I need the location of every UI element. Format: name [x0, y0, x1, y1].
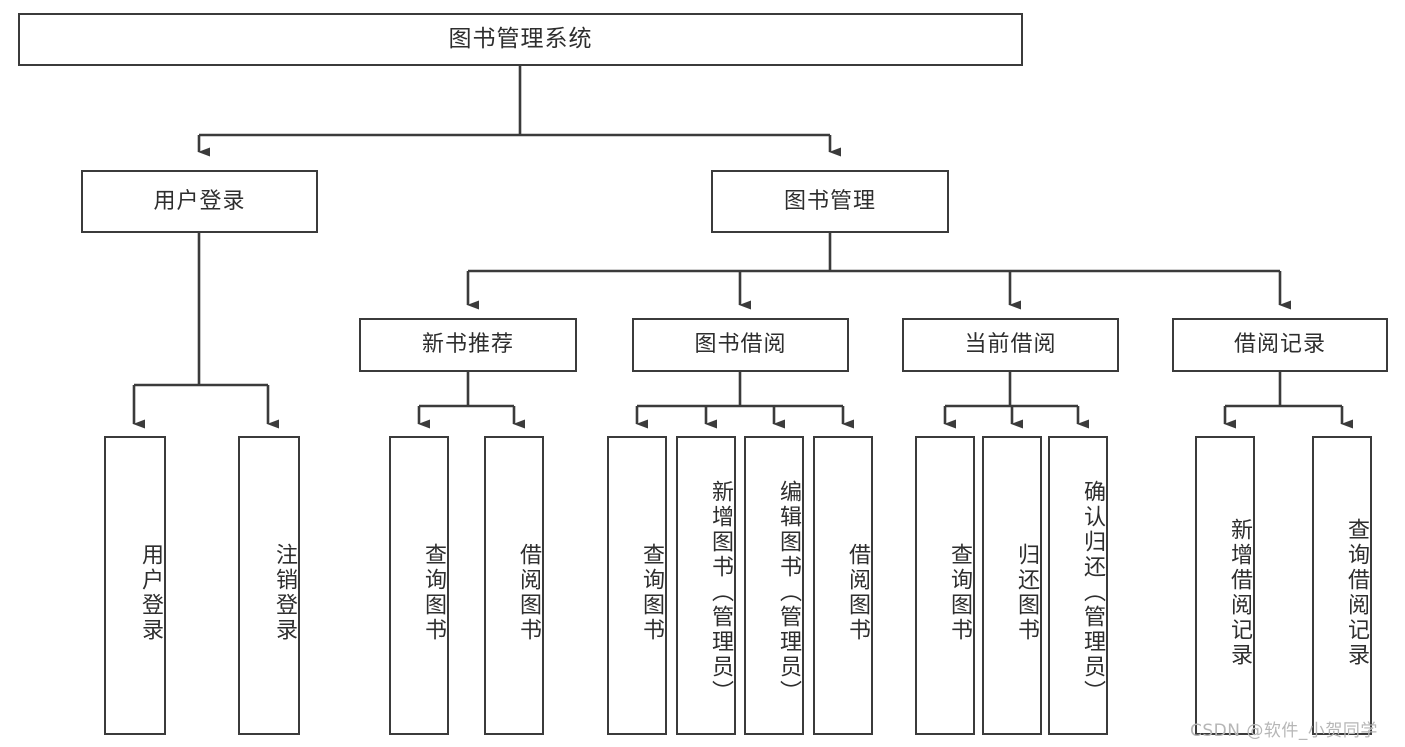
leaf-record-query-borrow-record[interactable]: 查询借阅记录 — [1312, 436, 1372, 735]
leaf-borrow-borrow-book[interactable]: 借阅图书 — [813, 436, 873, 735]
leaf-current-query-books[interactable]: 查询图书 — [915, 436, 975, 735]
node-current-borrow[interactable]: 当前借阅 — [902, 318, 1119, 372]
node-label: 图书管理 — [783, 188, 876, 214]
node-label: 编辑图书（管理员） — [776, 480, 801, 705]
leaf-record-add-borrow-record[interactable]: 新增借阅记录 — [1195, 436, 1255, 735]
node-label: 查询借阅记录 — [1344, 517, 1369, 668]
node-new-book-recommend[interactable]: 新书推荐 — [359, 318, 577, 372]
node-label: 确认归还（管理员） — [1080, 480, 1105, 705]
node-user-login[interactable]: 用户登录 — [81, 170, 318, 233]
node-label: 借阅图书 — [845, 542, 870, 643]
node-label: 用户登录 — [153, 188, 246, 214]
node-root-system[interactable]: 图书管理系统 — [18, 13, 1023, 66]
leaf-current-return-books[interactable]: 归还图书 — [982, 436, 1042, 735]
node-book-borrow[interactable]: 图书借阅 — [632, 318, 849, 372]
node-book-management[interactable]: 图书管理 — [711, 170, 949, 233]
node-label: 借阅记录 — [1233, 332, 1326, 358]
node-label: 归还图书 — [1014, 542, 1039, 643]
node-label: 当前借阅 — [964, 332, 1057, 358]
node-label: 用户登录 — [138, 542, 163, 643]
node-label: 新增图书（管理员） — [708, 480, 733, 705]
node-label: 借阅图书 — [516, 542, 541, 643]
node-label: 新增借阅记录 — [1227, 517, 1252, 668]
leaf-borrow-edit-book-admin[interactable]: 编辑图书（管理员） — [744, 436, 804, 735]
node-label: 新书推荐 — [421, 332, 514, 358]
leaf-borrow-query-books[interactable]: 查询图书 — [607, 436, 667, 735]
leaf-newbook-query-books[interactable]: 查询图书 — [389, 436, 449, 735]
leaf-user-login[interactable]: 用户登录 — [104, 436, 166, 735]
node-label: 查询图书 — [639, 542, 664, 643]
leaf-newbook-borrow-books[interactable]: 借阅图书 — [484, 436, 544, 735]
csdn-watermark: CSDN @软件_小贺同学 — [1190, 721, 1378, 741]
node-label: 图书管理系统 — [448, 26, 593, 53]
leaf-current-confirm-return-admin[interactable]: 确认归还（管理员） — [1048, 436, 1108, 735]
node-borrow-record[interactable]: 借阅记录 — [1172, 318, 1388, 372]
leaf-borrow-add-book-admin[interactable]: 新增图书（管理员） — [676, 436, 736, 735]
node-label: 查询图书 — [421, 542, 446, 643]
node-label: 查询图书 — [947, 542, 972, 643]
leaf-user-logout[interactable]: 注销登录 — [238, 436, 300, 735]
node-label: 图书借阅 — [694, 332, 787, 358]
node-label: 注销登录 — [272, 542, 297, 643]
